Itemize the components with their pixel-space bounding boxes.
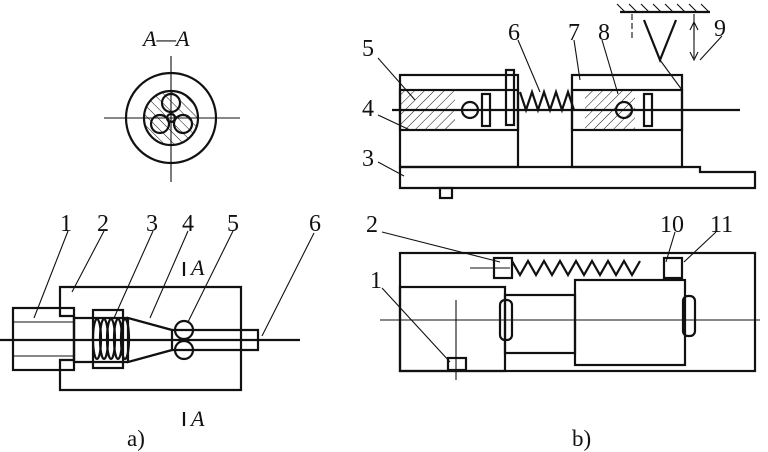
- view-b-bottom: 2 10 11 1 b): [366, 212, 760, 451]
- pin-6: [504, 68, 516, 127]
- leader-5: [187, 230, 234, 323]
- callout-b-8: 8: [598, 20, 610, 46]
- callout-b-11: 11: [710, 212, 733, 238]
- plan-outline: [398, 251, 757, 373]
- section-title: A—A: [141, 26, 190, 51]
- callout-a-3: 3: [146, 211, 158, 237]
- foot-screw: [438, 186, 454, 200]
- body-housing: [58, 285, 243, 392]
- ball-left: [149, 113, 171, 135]
- v-arrow: [642, 19, 678, 63]
- callout-b-2: 2: [366, 212, 378, 238]
- callout-a-1: 1: [60, 211, 72, 237]
- callout-b-5: 5: [362, 36, 374, 62]
- callout-b-10: 10: [660, 212, 684, 238]
- screw-1: [446, 356, 468, 372]
- screw-11: [662, 256, 684, 280]
- section-view-a-a: A—A: [104, 26, 240, 182]
- subfigure-label-b: b): [572, 426, 591, 451]
- leader-6: [261, 232, 315, 337]
- base-plate: [398, 165, 757, 190]
- leader-1: [33, 230, 69, 319]
- section-letter-bottom: A: [189, 406, 205, 431]
- subfigure-label-a: a): [127, 426, 145, 451]
- callout-a-5: 5: [227, 211, 239, 237]
- callout-b-3: 3: [362, 146, 374, 172]
- leader-2: [71, 230, 105, 293]
- callout-b-9: 9: [714, 16, 726, 42]
- callout-b-1: 1: [370, 268, 382, 294]
- leader-3: [113, 230, 154, 319]
- callout-a-2: 2: [97, 211, 109, 237]
- view-a: A A 1 2 3 4 5 6 a): [0, 211, 321, 451]
- callout-b-7: 7: [568, 20, 580, 46]
- ball-right: [172, 113, 194, 135]
- plan-middle: [503, 293, 577, 355]
- callout-b-6: 6: [508, 20, 520, 46]
- view-b-top: 5 6 7 8 9 4 3: [362, 3, 757, 200]
- vertical-dimension: [689, 20, 699, 62]
- leader-4: [149, 230, 189, 319]
- spring-b-top: [518, 88, 576, 114]
- callout-b-4: 4: [362, 96, 374, 122]
- callout-a-6: 6: [309, 211, 321, 237]
- spring-b-bottom: [511, 258, 641, 278]
- plan-right-block: [573, 278, 687, 367]
- callout-a-4: 4: [182, 211, 194, 237]
- section-letter-top: A: [189, 255, 205, 280]
